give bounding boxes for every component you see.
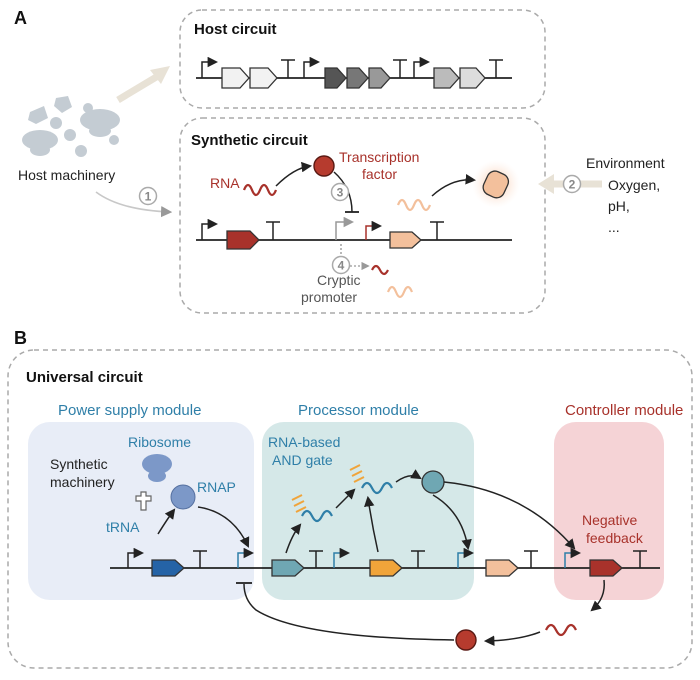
step-2-label: 2 (569, 178, 576, 192)
feedback-rna (544, 623, 578, 637)
ribosome-label: Ribosome (128, 434, 191, 450)
synthetic-gene-red (226, 230, 260, 250)
trna-icon (135, 491, 152, 511)
arrow-rna-to-tf (275, 161, 313, 187)
rnap-label: RNAP (197, 479, 236, 495)
gene-output-peach (485, 559, 519, 577)
step-4-badge (331, 255, 351, 275)
output-protein (482, 170, 510, 199)
controller-module-title: Controller module (565, 402, 683, 419)
step-1-badge (138, 186, 158, 206)
step-1-label: 1 (145, 190, 152, 204)
cryptic-label-line1: Cryptic (317, 272, 361, 288)
power-supply-module-title: Power supply module (58, 402, 201, 419)
tf-label-line1: Transcription (339, 149, 419, 165)
rna-squiggle (242, 183, 278, 197)
negative-feedback-line1: Negative (582, 512, 637, 528)
step-4-label: 4 (338, 259, 345, 273)
host-machinery-cluster (22, 96, 120, 157)
gene-processor-teal (271, 559, 305, 577)
environment-item-oxygen: Oxygen, (608, 177, 660, 193)
step-2-badge (562, 174, 582, 194)
rnap-icon (170, 484, 196, 510)
arrow-to-protein (431, 174, 477, 197)
output-rna-squiggle (396, 198, 432, 212)
arrow-to-host-circuit (116, 69, 165, 104)
synthetic-gene-peach (389, 231, 422, 249)
tf-label-line2: factor (362, 166, 397, 182)
gene-controller-red (589, 559, 623, 577)
processor-output-protein (421, 470, 445, 494)
feedback-repression-line (243, 583, 455, 641)
trna-label: tRNA (106, 519, 140, 535)
step-3-label: 3 (337, 186, 344, 200)
environment-item-more: ... (608, 219, 620, 235)
synthetic-machinery-line1: Synthetic (50, 456, 108, 472)
host-circuit-box: Host circuit (179, 9, 546, 109)
power-supply-module-bg (28, 422, 254, 600)
universal-circuit-box (7, 349, 693, 669)
synthetic-circuit-box: Synthetic circuit (179, 117, 546, 314)
gene-processor-orange (369, 559, 403, 577)
and-gate-label-line1: RNA-based (268, 434, 340, 450)
universal-circuit-title: Universal circuit (26, 369, 143, 386)
gene-power-supply (151, 559, 185, 577)
processor-module-title: Processor module (298, 402, 419, 419)
feedback-repressor-protein (455, 629, 477, 651)
cryptic-label-line2: promoter (301, 289, 357, 305)
panel-a-letter: A (14, 8, 27, 28)
controller-module-bg (554, 422, 664, 600)
environment-item-ph: pH, (608, 198, 630, 214)
environment-title: Environment (586, 155, 665, 171)
panel-b-letter: B (14, 328, 27, 348)
transcription-factor-circle (313, 155, 335, 177)
processor-rna-2 (361, 481, 393, 495)
rna-label: RNA (210, 175, 240, 191)
host-circuit-title: Host circuit (194, 21, 277, 38)
ribosome-icon (142, 454, 172, 482)
synthetic-machinery-line2: machinery (50, 474, 115, 490)
processor-module-bg (262, 422, 474, 600)
arrow-to-synthetic-circuit (95, 191, 173, 218)
negative-feedback-line2: feedback (586, 530, 644, 546)
step-3-badge (330, 182, 350, 202)
synthetic-circuit-title: Synthetic circuit (191, 132, 308, 149)
host-machinery-label: Host machinery (18, 167, 115, 183)
processor-rna-1 (301, 509, 333, 523)
and-gate-label-line2: AND gate (272, 452, 333, 468)
